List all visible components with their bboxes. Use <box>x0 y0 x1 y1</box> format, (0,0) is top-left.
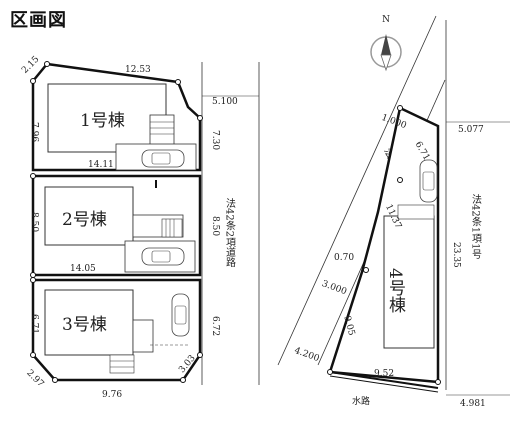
lot1-dim-top: 12.53 <box>125 65 151 75</box>
lot1-dim-bottom: 14.11 <box>88 160 114 170</box>
west-road-width: 5.100 <box>212 97 238 107</box>
east-road-width-bottom: 4.981 <box>460 399 486 409</box>
lot4-dim-west: 3.000 <box>320 279 348 297</box>
west-road-label: 法42条2項道路 <box>224 197 236 268</box>
lot3-name: 3号棟 <box>62 315 107 335</box>
lot-2 <box>30 173 202 278</box>
lot2-dim-right: 8.50 <box>210 216 220 236</box>
lot4-dim-notch: 0.70 <box>334 253 354 263</box>
lot1-dim-left: 7.96 <box>29 122 39 142</box>
lot2-dim-bottom: 14.05 <box>70 264 96 274</box>
lot3-dim-right: 6.72 <box>210 316 220 336</box>
lot-4 <box>327 105 441 393</box>
lot1-name: 1号棟 <box>80 111 125 131</box>
east-road-width: 5.077 <box>458 125 484 135</box>
lot1-dim-right: 7.30 <box>210 130 220 150</box>
car-icon <box>141 247 185 266</box>
page-title: 区画図 <box>10 10 67 31</box>
car-icon <box>419 159 438 203</box>
compass-icon: N <box>370 15 402 72</box>
waterway-label: 水路 <box>352 395 370 407</box>
lot2-name: 2号棟 <box>62 210 107 230</box>
car-icon <box>141 149 185 168</box>
north-label: N <box>382 15 390 25</box>
lot4-dim-corner: 4.200 <box>293 346 321 364</box>
lot4-name: 4号棟 <box>385 268 406 313</box>
lot2-dim-left: 8.50 <box>29 212 39 232</box>
lot3-dim-left: 6.71 <box>29 314 39 334</box>
lot4-dim-east: 23.35 <box>451 242 461 268</box>
lot-1 <box>30 61 203 172</box>
car-icon <box>171 293 190 337</box>
east-road: 5.077 4.981 <box>445 20 510 409</box>
east-road-label: 法42条1項1号 <box>470 193 482 260</box>
lot3-dim-corner-left: 2.97 <box>24 368 45 389</box>
lot4-dim-bottom: 9.52 <box>374 369 394 379</box>
lot-3 <box>30 277 203 383</box>
lot3-dim-bottom: 9.76 <box>102 390 122 400</box>
